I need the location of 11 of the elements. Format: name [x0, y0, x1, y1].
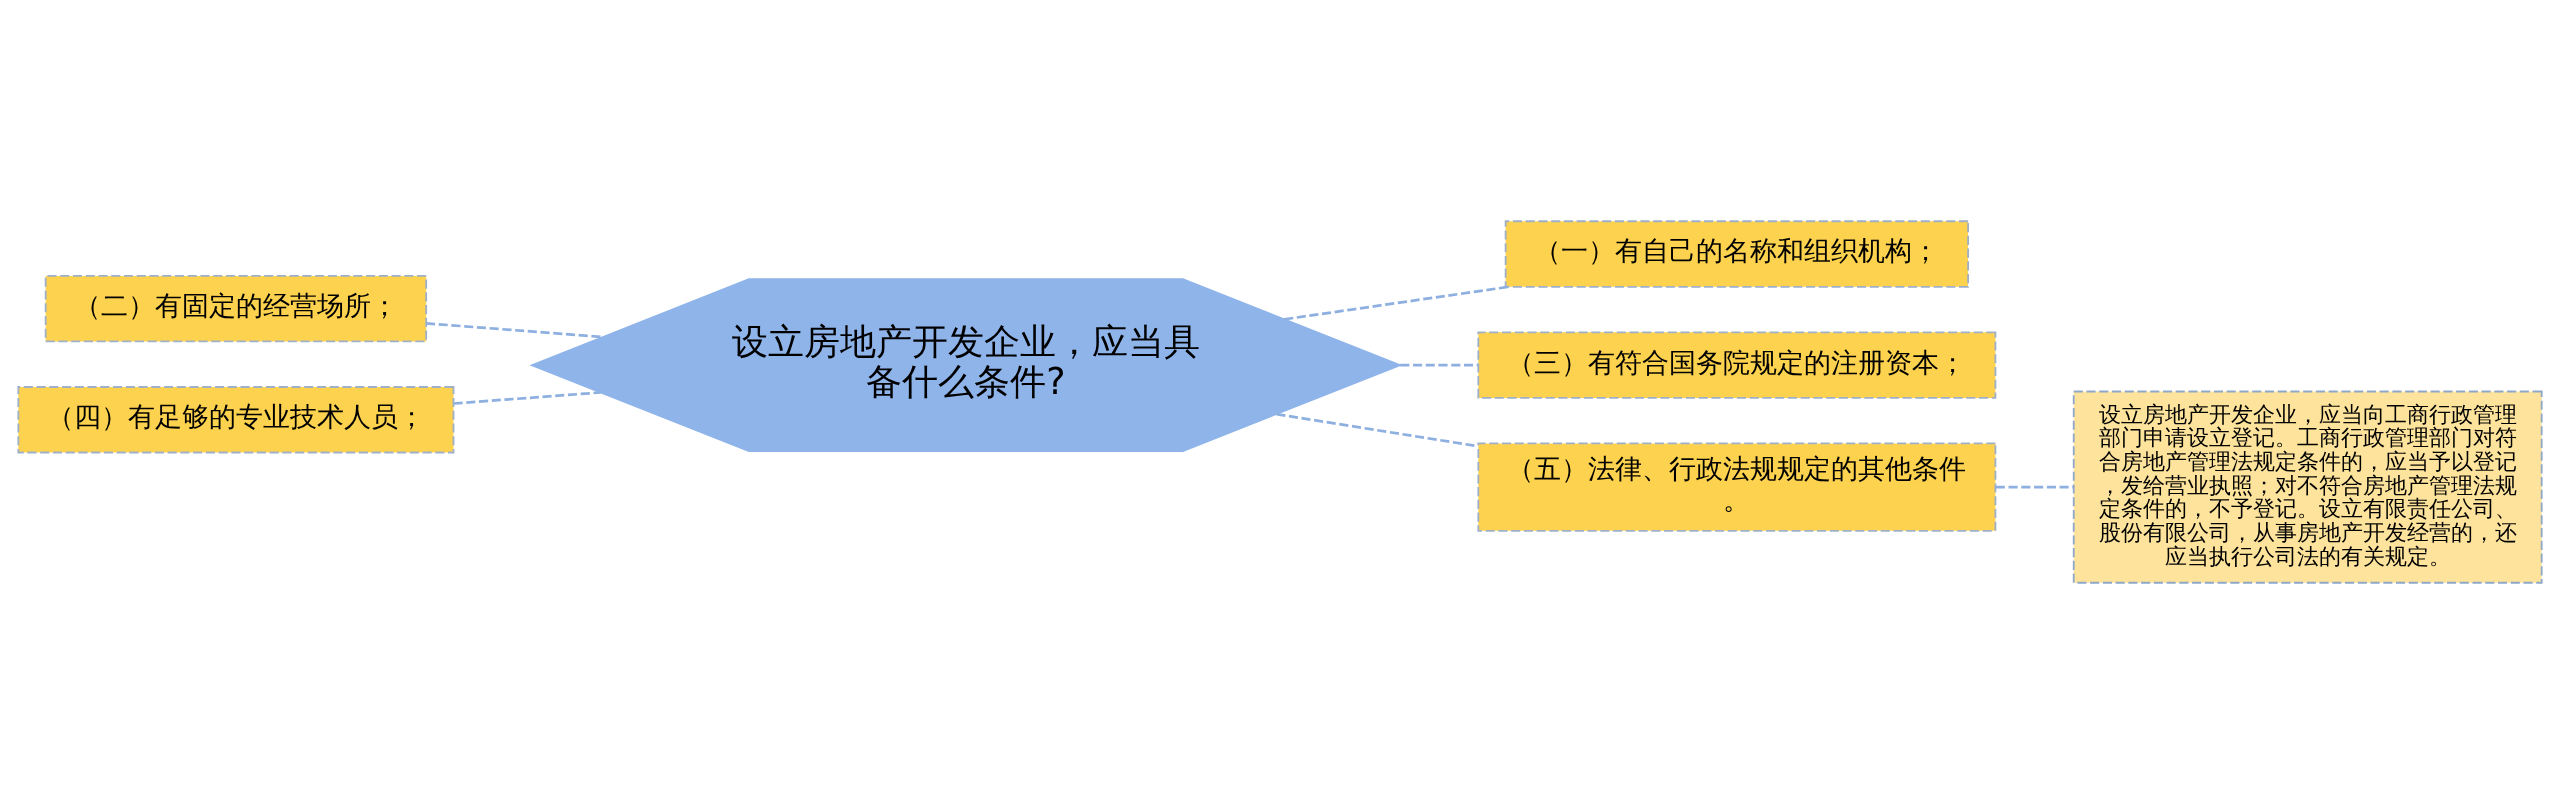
node-box: （四）有足够的专业技术人员；: [17, 385, 455, 453]
node-box: （五）法律、行政法规规定的其他条件。: [1477, 442, 1997, 532]
connector: [453, 390, 601, 405]
node-box: （三）有符合国务院规定的注册资本；: [1477, 330, 1997, 399]
connector: [426, 321, 603, 338]
node-box: 设立房地产开发企业，应当向工商行政管理部门申请设立登记。工商行政管理部门对符合房地产管理法规定条件的，应当予以登记，发给营业执照；对不符合房地产管理法规定条件的，不予登记。设立有限责任公司、股份有限公司，从事房地产开发经营的，还应当执行公司法的有关规定。: [2072, 390, 2543, 584]
node-box: （一）有自己的名称和组织机构；: [1504, 219, 1970, 288]
connector: [1284, 285, 1509, 321]
node-box: （二）有固定的经营场所；: [44, 274, 428, 342]
connector: [1995, 485, 2074, 488]
connector: [1400, 363, 1478, 366]
